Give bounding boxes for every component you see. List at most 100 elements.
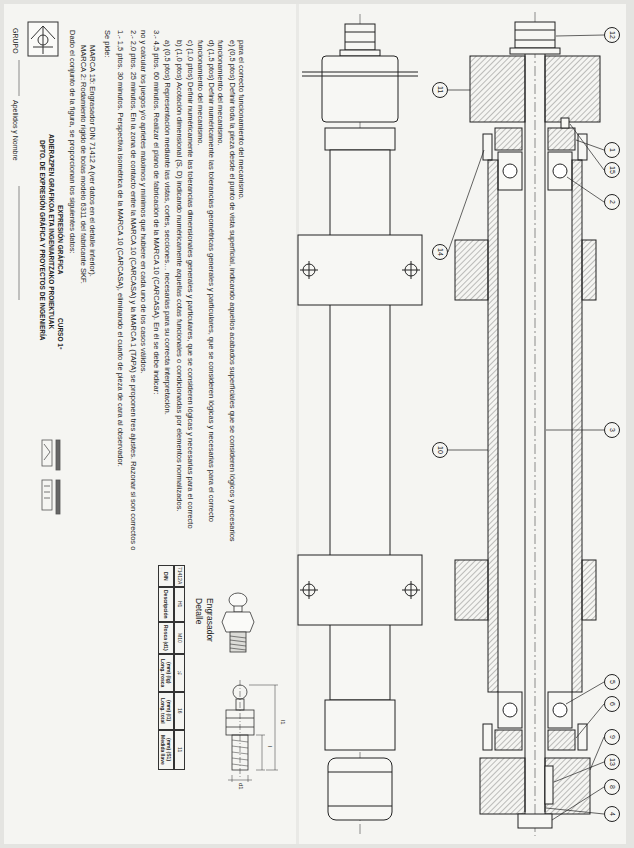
exterior-view-part <box>411 581 412 599</box>
section-view-part <box>498 152 522 190</box>
exterior-view-part <box>302 76 418 77</box>
question-text: 2.- 2,0 ptos. 25 minutos. En la zona de … <box>129 30 148 558</box>
paper-part <box>4 4 626 844</box>
section-view-part <box>470 56 525 122</box>
section-view-part <box>545 54 546 812</box>
section-view-part <box>503 703 517 717</box>
section-view-part <box>561 118 569 128</box>
section-view-part <box>548 152 572 190</box>
section-view-part <box>578 724 587 750</box>
question-text: Dado el conjunto de la figura, se propor… <box>68 30 77 253</box>
department-logos <box>42 440 60 514</box>
leader-lines-part <box>546 430 604 431</box>
section-view-part <box>545 56 600 122</box>
leader-lines-part <box>576 140 604 150</box>
exterior-view-part <box>298 555 422 625</box>
leader-lines-part <box>566 682 604 704</box>
section-view-part <box>582 240 596 300</box>
exterior-view-part <box>298 235 422 305</box>
grease-nipple-view-part <box>230 632 246 652</box>
leader-lines-part <box>448 450 488 451</box>
detail-title: Detalle <box>193 598 204 624</box>
callout-number: 15 <box>604 162 620 178</box>
leader-lines-part <box>576 704 604 738</box>
grease-nipple-drawing-part <box>256 770 265 771</box>
table-cell: Long. rosca (mm) (lg) <box>158 654 174 692</box>
section-view-part <box>510 48 560 54</box>
exterior-view-part <box>302 72 418 73</box>
department-logos-part <box>56 480 60 514</box>
section-view-part <box>548 128 575 150</box>
callout-number: 11 <box>432 82 448 98</box>
exterior-view-part <box>325 128 395 150</box>
question-text: b) (1,0 ptos) Acotación dimensional (S, … <box>174 40 183 558</box>
callout-number: 10 <box>432 442 448 458</box>
section-view-part <box>455 240 488 300</box>
callout-number: 14 <box>432 244 448 260</box>
table-cell: 71412A <box>174 565 185 587</box>
callout-number: 3 <box>604 422 620 438</box>
table-cell: 11 <box>174 730 185 770</box>
section-view-part <box>525 54 526 812</box>
grease-nipple-drawing-part <box>249 685 278 686</box>
department-logos-part <box>44 444 50 460</box>
grease-nipple-drawing-part <box>262 735 263 770</box>
section-view-part <box>545 766 553 804</box>
grease-nipple-drawing-part <box>266 770 278 771</box>
question-text: c) (1,0 ptos) Definir numéricamente las … <box>186 40 205 558</box>
section-view-part <box>582 560 596 620</box>
leader-lines-part <box>448 90 470 91</box>
grease-nipple-drawing-part <box>275 685 276 770</box>
leader-lines-part <box>448 150 484 252</box>
leader-lines <box>448 35 604 820</box>
grease-nipple-view <box>222 593 254 652</box>
section-view-part <box>545 758 590 814</box>
callout-number: 4 <box>604 806 620 822</box>
detail-title: Engrasador <box>204 598 215 642</box>
form-field: GRUPO <box>10 28 19 54</box>
exterior-view-part <box>345 24 375 50</box>
table-cell: Medida llave (mm) (S1) <box>158 730 174 770</box>
callout-number: 2 <box>604 194 620 210</box>
grease-nipple-drawing-part <box>228 780 252 781</box>
university-logo-part <box>31 26 55 54</box>
section-view-part <box>553 164 567 178</box>
section-view-part <box>495 730 522 750</box>
exterior-view-part <box>328 772 392 773</box>
university-logo <box>28 22 58 56</box>
department-heading: DPTO. DE EXPRESIÓN GRÁFICA Y PROYECTOS D… <box>38 140 46 340</box>
department-logos-part <box>56 440 60 470</box>
question-text: d) (1,5 ptos) Definir numéricamente las … <box>207 40 226 558</box>
leader-lines-part <box>570 124 604 170</box>
grease-nipple-view-part <box>229 593 247 607</box>
exterior-view-part <box>345 42 375 43</box>
department-logos-part <box>42 440 52 466</box>
leader-lines-part <box>567 177 604 202</box>
grease-nipple-drawing-part <box>256 735 265 736</box>
exterior-view-part <box>309 261 310 279</box>
section-view-part <box>572 160 582 692</box>
section-view-part <box>498 692 522 728</box>
section-view-part <box>535 12 536 836</box>
section-view-part <box>578 134 587 160</box>
section-view-part <box>503 164 517 178</box>
subject-heading: EXPRESIÓN GRÁFICA <box>56 205 64 274</box>
table-cell: Rosca (d1) <box>158 622 174 654</box>
leader-lines-part <box>554 762 604 782</box>
section-view-part <box>553 703 567 717</box>
university-logo-part <box>28 22 58 56</box>
section-view-part <box>483 724 492 750</box>
department-heading: ADIERAZPEN GRAFIKOA ETA INGENIARITZAKO P… <box>47 134 55 329</box>
question-text: Se pide: <box>102 30 111 58</box>
grease-nipple-drawing-part <box>240 680 241 778</box>
department-logos-part <box>44 486 50 498</box>
exterior-view-part <box>411 261 412 279</box>
callout-number: 8 <box>604 779 620 795</box>
question-text: 1.- 1,5 ptos. 30 minutos. Perspectiva is… <box>116 30 125 558</box>
section-view-part <box>548 730 575 750</box>
callout-number: 1 <box>604 142 620 158</box>
exterior-view-part <box>345 32 375 33</box>
section-view-part <box>488 160 498 692</box>
